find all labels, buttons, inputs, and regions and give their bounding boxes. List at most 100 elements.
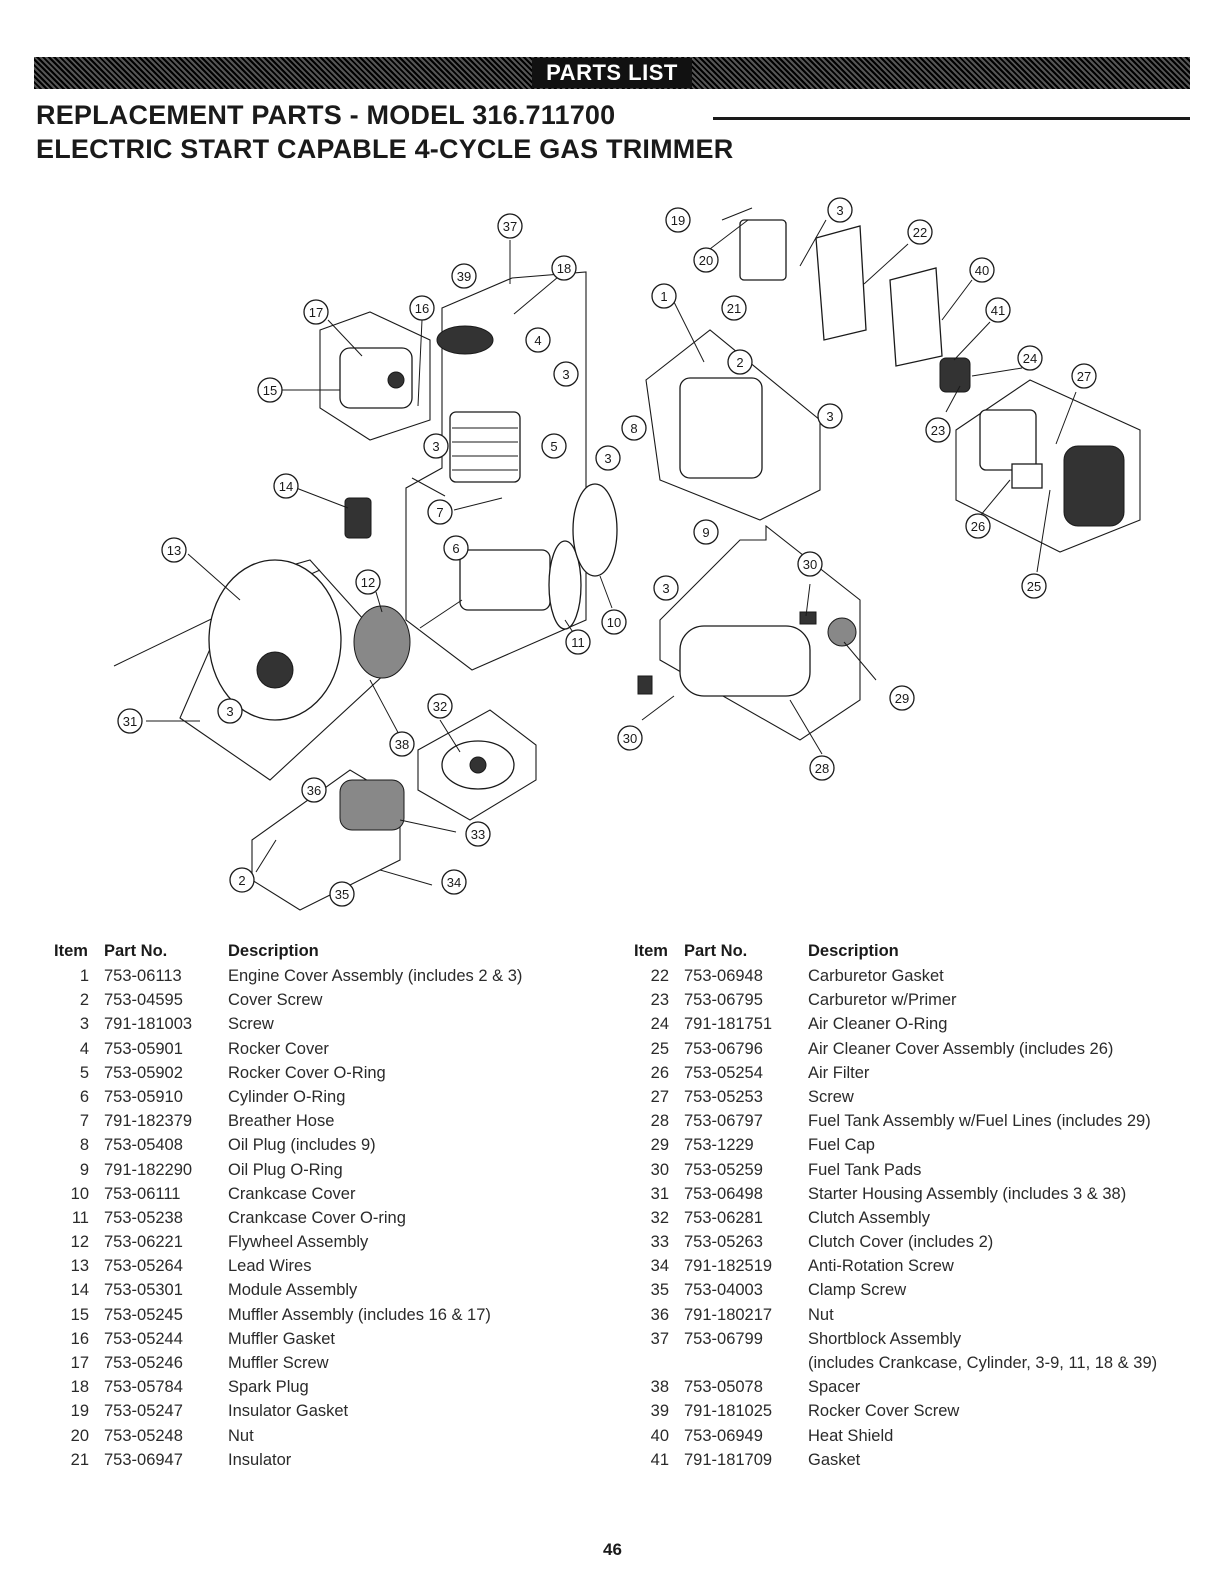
- callout-12: 12: [355, 569, 381, 595]
- callout-number: 3: [826, 409, 833, 424]
- callout-number: 15: [263, 383, 277, 398]
- header-description: Description: [228, 942, 319, 960]
- muffler-shape: [339, 347, 413, 409]
- carburetor-gasket-shape: [815, 225, 867, 341]
- cell-desc: Nut: [228, 1426, 254, 1445]
- callout-39: 39: [451, 263, 477, 289]
- cell-item: 9: [79, 1160, 89, 1179]
- callout-number: 13: [167, 543, 181, 558]
- cell-desc: Breather Hose: [228, 1112, 335, 1131]
- cell-desc: Oil Plug O-Ring: [228, 1160, 343, 1179]
- cell-item: 37: [650, 1329, 669, 1348]
- callout-3e: 3: [817, 403, 843, 429]
- cylinder-fins: [452, 427, 518, 471]
- header-part-no: Part No.: [684, 942, 748, 960]
- callout-13: 13: [161, 537, 187, 563]
- muffler-group-outline: [319, 311, 431, 441]
- cell-desc: Flywheel Assembly: [228, 1233, 369, 1252]
- cell-part: 753-04003: [684, 1281, 763, 1300]
- heat-shield-shape: [889, 267, 943, 367]
- cell-part: 753-06498: [684, 1184, 763, 1203]
- callout-number: 39: [457, 269, 471, 284]
- cell-desc: Muffler Screw: [228, 1354, 329, 1372]
- starter-housing-shape: [208, 559, 342, 721]
- cell-part: 753-04595: [104, 991, 183, 1010]
- cell-desc: Rocker Cover O-Ring: [228, 1063, 386, 1082]
- cell-part: 753-06948: [684, 967, 763, 985]
- table-row: 25 753-06796 Air Cleaner Cover Assembly (i…: [634, 1037, 1188, 1061]
- cell-item: 20: [70, 1426, 89, 1445]
- callout-27: 27: [1071, 363, 1097, 389]
- cell-item: 21: [70, 1450, 89, 1469]
- cell-part: [684, 1351, 808, 1375]
- callout-number: 33: [471, 827, 485, 842]
- callout-3g: 3: [653, 575, 679, 601]
- crankcase-o-ring: [548, 540, 582, 630]
- header-item: Item: [54, 942, 88, 960]
- crankcase-shape: [459, 549, 551, 611]
- cell-desc: Cover Screw: [228, 991, 323, 1010]
- cell-item: 32: [650, 1208, 669, 1227]
- callout-1: 1: [651, 283, 677, 309]
- cell-desc: Anti-Rotation Screw: [808, 1257, 954, 1276]
- cell-part: 753-05901: [104, 1039, 183, 1058]
- cell-desc: Heat Shield: [808, 1426, 894, 1445]
- callout-number: 5: [550, 439, 557, 454]
- cell-item: 41: [650, 1450, 669, 1469]
- callout-19: 19: [665, 207, 691, 233]
- cell-part: 753-06797: [684, 1112, 763, 1131]
- callout-number: 2: [736, 355, 743, 370]
- cell-item: 4: [79, 1039, 89, 1058]
- cell-part: 753-06221: [104, 1233, 183, 1252]
- clutch-group-outline: [417, 709, 537, 821]
- callout-number: 20: [699, 253, 713, 268]
- callout-30a: 30: [797, 551, 823, 577]
- table-header: Item Part No. Description: [634, 938, 1188, 964]
- banner-label: PARTS LIST: [532, 58, 692, 88]
- callout-number: 6: [452, 541, 459, 556]
- callout-number: 19: [671, 213, 685, 228]
- cell-desc: Fuel Tank Pads: [808, 1160, 922, 1179]
- callout-20: 20: [693, 247, 719, 273]
- callout-3d: 3: [827, 197, 853, 223]
- cell-item: 27: [650, 1087, 669, 1106]
- callout-number: 3: [432, 439, 439, 454]
- cell-item: 10: [70, 1184, 89, 1203]
- cell-item: 25: [650, 1039, 669, 1058]
- callout-number: 24: [1023, 351, 1037, 366]
- fuel-tank-pad-shape-2: [637, 675, 653, 695]
- callout-number: 18: [557, 261, 571, 276]
- cell-part: 753-06281: [684, 1208, 763, 1227]
- cell-item: 36: [650, 1305, 669, 1324]
- fuel-tank-shape: [679, 625, 811, 697]
- insulator-shape: [739, 219, 787, 281]
- callout-number: 30: [623, 731, 637, 746]
- cell-item: 14: [70, 1281, 89, 1300]
- cell-part: 753-06796: [684, 1039, 763, 1058]
- callout-36: 36: [301, 777, 327, 803]
- cell-part: 791-181025: [684, 1402, 773, 1421]
- cell-desc: Crankcase Cover: [228, 1184, 356, 1203]
- cell-desc: Air Cleaner Cover Assembly (includes 26): [808, 1039, 1114, 1058]
- diagram-svg: 37 39 18 17 16 4 15 3 5 3 14 7 6 13 12 1…: [113, 197, 1141, 911]
- callout-35: 35: [329, 881, 355, 907]
- cell-item: 19: [70, 1402, 89, 1421]
- callout-26: 26: [965, 513, 991, 539]
- callout-17: 17: [303, 299, 329, 325]
- flywheel-shape: [353, 605, 411, 679]
- cell-item: 40: [650, 1426, 669, 1445]
- callout-7: 7: [427, 499, 453, 525]
- page-title-line-2: ELECTRIC START CAPABLE 4-CYCLE GAS TRIMM…: [36, 134, 734, 164]
